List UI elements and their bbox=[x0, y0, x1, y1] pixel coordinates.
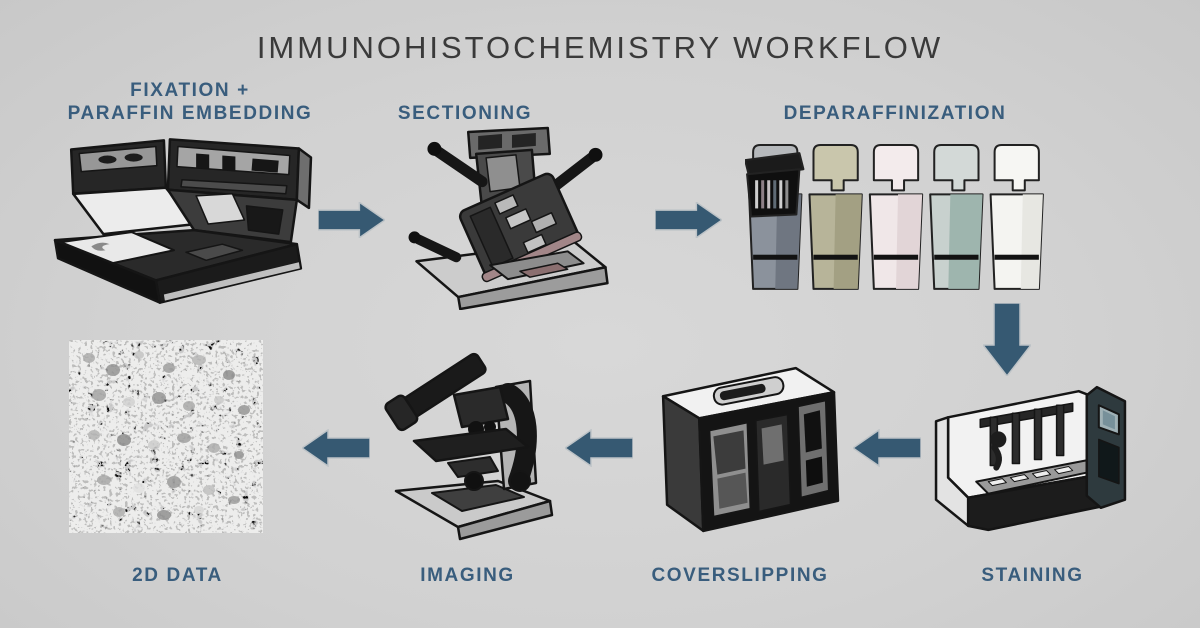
staining-dishes-drawing bbox=[745, 144, 1044, 290]
step-label-coverslipping: COVERSLIPPING bbox=[651, 565, 829, 586]
microscope-drawing bbox=[384, 352, 554, 541]
arrow-left-icon bbox=[302, 429, 370, 467]
step-label-line: FIXATION + bbox=[130, 80, 250, 101]
arrow-right-icon bbox=[655, 202, 722, 238]
coverslipper-drawing bbox=[661, 366, 840, 533]
step-label-sectioning: SECTIONING bbox=[397, 103, 533, 124]
microscope-illustration bbox=[384, 352, 554, 541]
tissue-processor-drawing bbox=[53, 138, 313, 304]
microtome-drawing bbox=[408, 126, 609, 310]
staining-dish-row-illustration bbox=[745, 144, 1044, 290]
autostainer-illustration bbox=[934, 385, 1127, 532]
micrograph-drawing bbox=[69, 340, 263, 533]
tissue-processor-illustration bbox=[53, 138, 313, 304]
arrow-down-icon bbox=[983, 303, 1031, 376]
step-label-2d-data: 2D DATA bbox=[132, 565, 223, 586]
page-title: IMMUNOHISTOCHEMISTRY WORKFLOW bbox=[256, 30, 944, 65]
step-label-fixation-paraffin-embedding: FIXATION + PARAFFIN EMBEDDING bbox=[40, 79, 340, 125]
arrow-right-icon bbox=[318, 202, 385, 238]
arrow-left-icon bbox=[853, 429, 921, 467]
microtome-illustration bbox=[408, 126, 609, 310]
step-label-deparaffinization: DEPARAFFINIZATION bbox=[783, 103, 1007, 124]
step-label-staining: STAINING bbox=[981, 565, 1084, 586]
coverslipper-illustration bbox=[661, 366, 840, 533]
arrow-left-icon bbox=[565, 429, 633, 467]
step-label-line: PARAFFIN EMBEDDING bbox=[67, 103, 313, 124]
fluorescence-micrograph-illustration bbox=[69, 340, 263, 533]
autostainer-drawing bbox=[934, 385, 1127, 532]
step-label-imaging: IMAGING bbox=[420, 565, 515, 586]
